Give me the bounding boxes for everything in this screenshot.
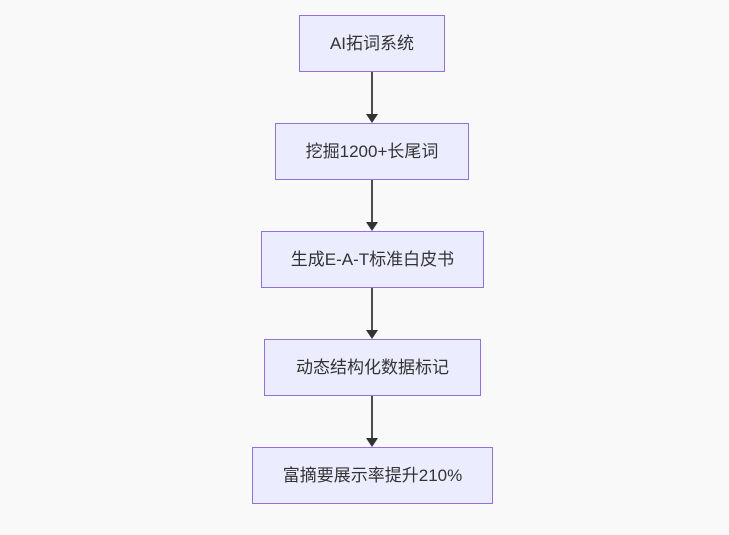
flow-arrow-2 — [365, 180, 378, 231]
flow-node-label: 动态结构化数据标记 — [296, 358, 449, 377]
flow-node-label: 挖掘1200+长尾词 — [305, 142, 439, 161]
flow-node-ai-word-expansion-system: AI拓词系统 — [299, 15, 445, 72]
flow-node-label: AI拓词系统 — [329, 34, 415, 53]
flow-node-label: 生成E-A-T标准白皮书 — [290, 250, 455, 269]
flow-node-label: 富摘要展示率提升210% — [282, 466, 463, 485]
flow-node-dynamic-structured-data-markup: 动态结构化数据标记 — [264, 339, 481, 396]
arrow-line — [370, 396, 373, 439]
arrow-line — [370, 72, 373, 115]
flow-node-rich-snippet-rate-increase: 富摘要展示率提升210% — [252, 447, 493, 504]
flow-arrow-4 — [365, 396, 378, 447]
flow-node-generate-eat-whitepaper: 生成E-A-T标准白皮书 — [261, 231, 484, 288]
arrow-line — [370, 180, 373, 223]
arrow-head-icon — [365, 114, 378, 123]
arrow-head-icon — [365, 330, 378, 339]
flow-node-mine-longtail-keywords: 挖掘1200+长尾词 — [275, 123, 469, 180]
arrow-head-icon — [365, 222, 378, 231]
arrow-head-icon — [365, 438, 378, 447]
flow-arrow-3 — [365, 288, 378, 339]
flow-arrow-1 — [365, 72, 378, 123]
arrow-line — [370, 288, 373, 331]
